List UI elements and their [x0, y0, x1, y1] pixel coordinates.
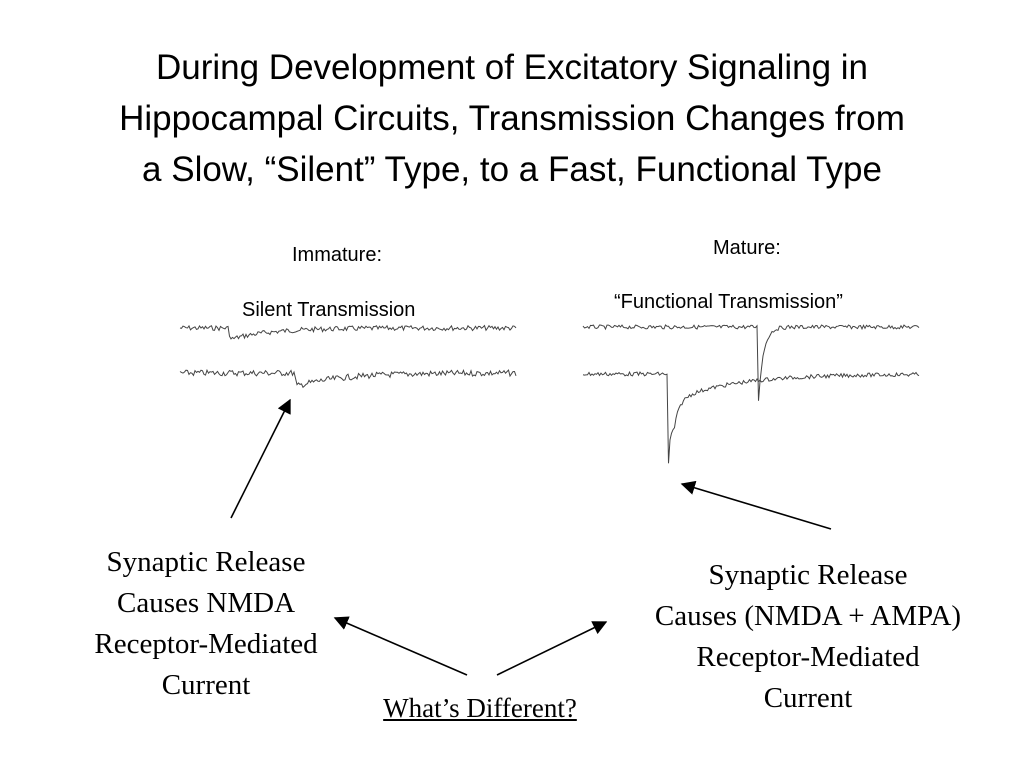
caption-line: Synaptic Release — [708, 559, 908, 591]
mature-trace-top — [582, 324, 920, 401]
whats-different-question: What’s Different? — [383, 693, 577, 723]
title-line: a Slow, “Silent” Type, to a Fast, Functi… — [142, 150, 882, 189]
arrow-to-immature-caption — [333, 616, 468, 676]
arrow-to-mature-trace — [680, 480, 832, 530]
caption-line: Receptor-Mediated — [696, 641, 920, 673]
caption-line: Receptor-Mediated — [94, 628, 318, 660]
title-line: Hippocampal Circuits, Transmission Chang… — [119, 99, 905, 138]
mature-trace-bottom — [582, 370, 920, 464]
immature-caption: Synaptic Release Causes NMDA Receptor-Me… — [66, 542, 346, 706]
caption-line: Causes NMDA — [116, 587, 296, 619]
mature-caption: Synaptic Release Causes (NMDA + AMPA) Re… — [618, 555, 998, 719]
caption-line: Causes (NMDA + AMPA) — [654, 600, 962, 632]
immature-subheading: Silent Transmission — [242, 299, 416, 321]
caption-line: Synaptic Release — [106, 546, 306, 578]
slide-title: During Development of Excitatory Signali… — [20, 42, 1004, 195]
mature-subheading: “Functional Transmission” — [614, 291, 843, 313]
immature-trace-top — [179, 324, 517, 340]
title-line: During Development of Excitatory Signali… — [155, 48, 869, 87]
arrow-to-mature-caption — [496, 621, 608, 676]
caption-line: Current — [161, 669, 251, 701]
mature-heading: Mature: — [713, 237, 781, 259]
arrow-to-immature-trace — [230, 398, 291, 519]
immature-trace-bottom — [179, 368, 517, 389]
immature-heading: Immature: — [292, 244, 383, 266]
caption-line: Current — [763, 682, 853, 714]
